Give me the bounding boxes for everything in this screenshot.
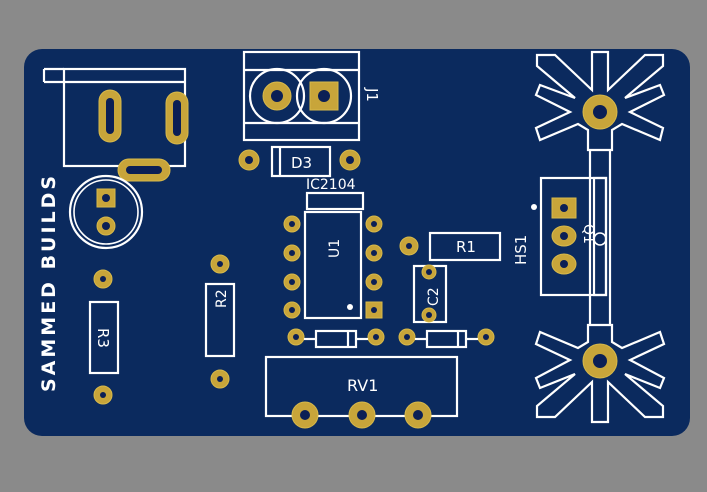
c2-label: C2: [426, 287, 442, 306]
c2-capacitor: C2: [412, 264, 448, 324]
u1-dip-package: U1: [283, 191, 383, 320]
j1-terminal-block: J1: [242, 50, 381, 142]
diode-footprint-1: [287, 328, 385, 349]
rv1-label: RV1: [347, 376, 378, 395]
diode-footprint-2: [398, 328, 495, 349]
board-substrate: [24, 49, 690, 436]
r3-resistor: R3: [88, 269, 120, 405]
heatsink-footprint: Q1 HS1: [512, 50, 666, 424]
r3-label: R3: [94, 328, 112, 348]
r1-resistor: R1: [399, 231, 502, 262]
led-footprint: [68, 174, 144, 250]
q1-label: Q1: [580, 224, 596, 244]
u1-label: U1: [327, 239, 343, 258]
r1-label: R1: [456, 238, 476, 256]
j1-label: J1: [363, 87, 381, 102]
barrel-jack-footprint: [42, 67, 189, 182]
r2-label: R2: [214, 289, 230, 308]
hs1-label: HS1: [512, 235, 530, 265]
r2-resistor: R2: [204, 254, 236, 389]
rv1-potentiometer: RV1: [264, 355, 459, 429]
d3-label: D3: [291, 154, 312, 172]
ic-label: IC2104: [306, 177, 356, 193]
d3-diode: D3: [238, 145, 361, 178]
brand-text: SAMMED BUILDS: [38, 173, 60, 392]
